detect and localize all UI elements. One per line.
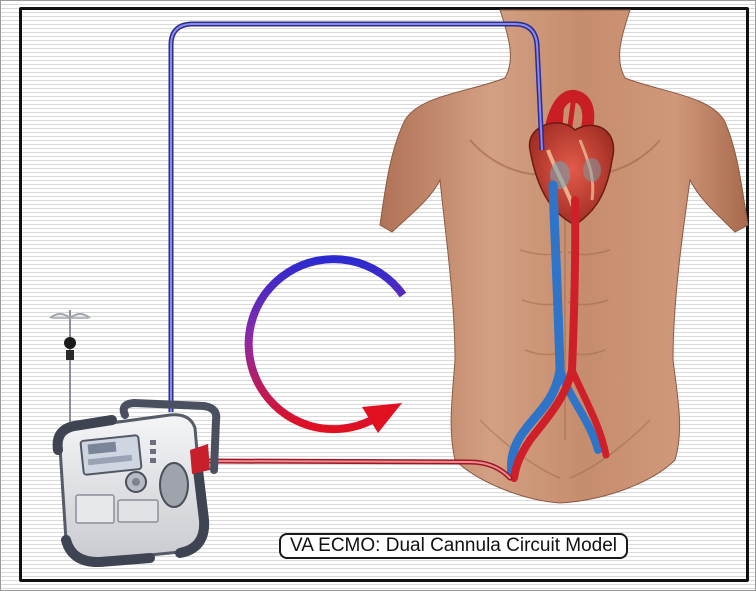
ecmo-machine: [58, 403, 217, 562]
circular-arrow-icon: [249, 259, 403, 433]
human-torso: [380, 10, 748, 503]
diagram-caption: VA ECMO: Dual Cannula Circuit Model: [279, 533, 628, 559]
arterial-cannula-tube: [205, 461, 510, 478]
torso-silhouette: [380, 10, 748, 503]
